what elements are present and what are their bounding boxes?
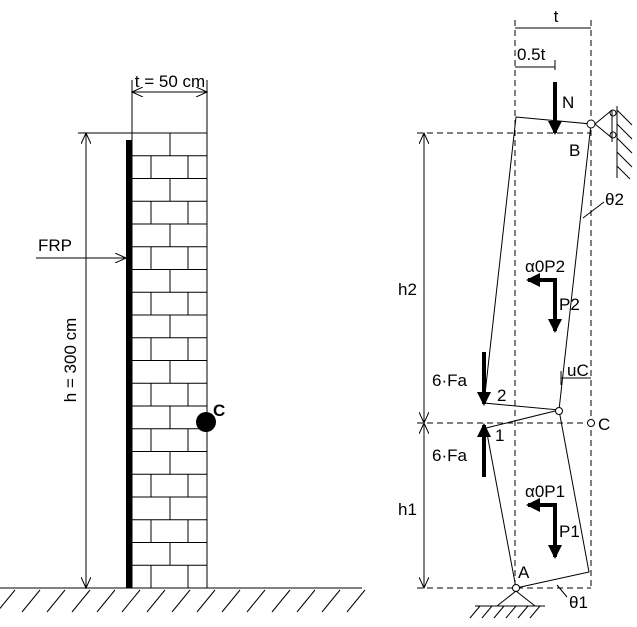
n-label: N: [562, 93, 574, 112]
theta1-leader: [556, 584, 568, 598]
node2-label: 2: [497, 386, 506, 405]
ground: [0, 587, 366, 613]
alpha-p1-label: α0P1: [525, 482, 565, 501]
theta1-label: θ1: [569, 593, 588, 612]
theta2-leader: [582, 201, 605, 219]
fa-top-label: 6·Fa: [432, 371, 468, 390]
t-label: t: [554, 7, 559, 26]
point-c-marker: [196, 412, 216, 432]
load-p2: α0P2 P2: [525, 257, 580, 333]
load-p1: α0P1 P1: [525, 482, 580, 559]
frp-strip: [126, 140, 132, 588]
frp-callout: FRP: [36, 236, 126, 258]
reference-lines: [417, 20, 592, 589]
height-label: h = 300 cm: [61, 318, 80, 403]
lower-block: [485, 409, 590, 589]
support-b: [586, 106, 633, 180]
support-a: [469, 584, 545, 619]
masonry-wall: [126, 132, 208, 589]
height-dimension: h = 300 cm: [61, 133, 132, 588]
alpha-p2-label: α0P2: [525, 257, 565, 276]
half-t-label: 0.5t: [517, 45, 546, 64]
p1-label: P1: [559, 522, 580, 541]
h2-label: h2: [398, 280, 417, 299]
node1-label: 1: [495, 426, 504, 445]
thickness-dimension: t = 50 cm: [132, 72, 207, 133]
point-c-ref: [587, 419, 595, 427]
p2-label: P2: [559, 295, 580, 314]
thickness-label: t = 50 cm: [135, 72, 205, 91]
point-c-label: C: [213, 401, 225, 420]
hinge-mid: [555, 407, 563, 415]
a-label: A: [518, 563, 530, 582]
fa-bottom-label: 6·Fa: [432, 446, 468, 465]
frp-label: FRP: [38, 236, 72, 255]
b-label: B: [569, 141, 580, 160]
c-ref-label: C: [598, 415, 610, 434]
uc-label: uC: [567, 361, 589, 380]
h1-label: h1: [398, 500, 417, 519]
theta2-label: θ2: [605, 190, 624, 209]
